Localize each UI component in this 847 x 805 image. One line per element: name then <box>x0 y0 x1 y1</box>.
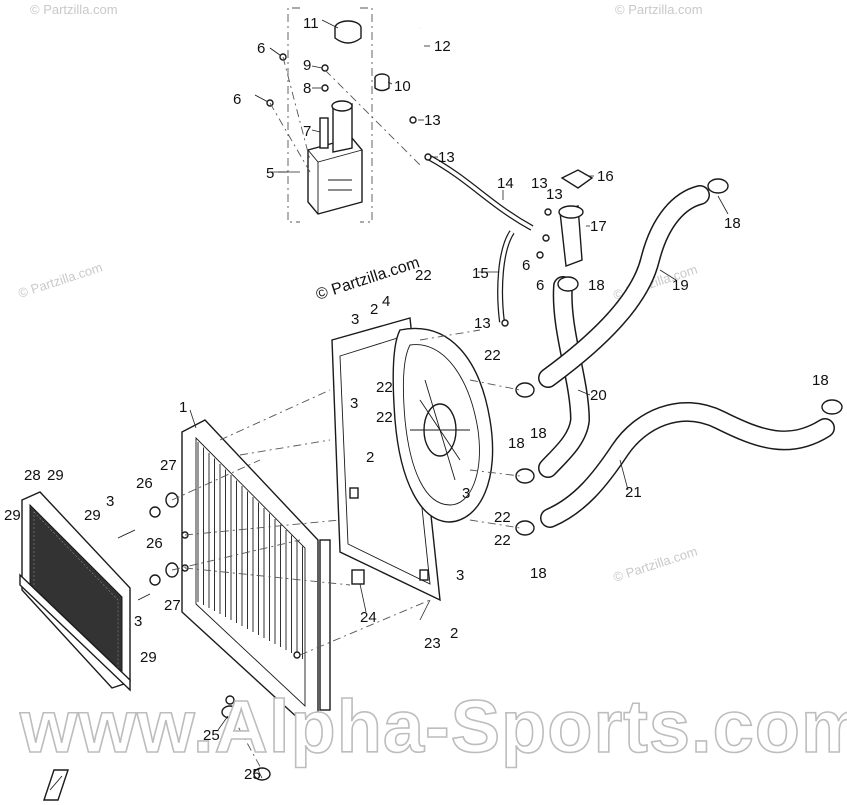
callout-17: 17 <box>590 218 607 235</box>
callout-28: 28 <box>24 467 41 484</box>
callout-labels: 11 12 6 9 10 8 6 13 7 13 5 14 13 13 16 1… <box>4 15 829 783</box>
callout-23: 23 <box>424 635 441 652</box>
callout-29-c: 29 <box>4 507 21 524</box>
leader-lines <box>189 19 729 779</box>
thermostat-housing <box>536 169 594 267</box>
radiator-screen <box>19 491 131 692</box>
callout-8: 8 <box>303 80 311 97</box>
callout-3-c: 3 <box>462 485 470 502</box>
callout-13-d: 13 <box>546 186 563 203</box>
callout-22-a: 22 <box>415 267 432 284</box>
callout-21: 21 <box>625 484 642 501</box>
callout-1: 1 <box>179 399 187 416</box>
callout-2-c: 2 <box>450 625 458 642</box>
callout-15: 15 <box>472 265 489 282</box>
callout-26-a: 26 <box>136 475 153 492</box>
callout-27-a: 27 <box>160 457 177 474</box>
watermark-partzilla-topleft: © Partzilla.com <box>30 2 118 17</box>
callout-6-d: 6 <box>536 277 544 294</box>
callout-18-d: 18 <box>530 425 547 442</box>
radiator <box>181 419 331 721</box>
partzilla-copyright: © Partzilla.com <box>314 254 422 303</box>
callout-20: 20 <box>590 387 607 404</box>
callout-12: 12 <box>434 38 451 55</box>
callout-18-a: 18 <box>724 215 741 232</box>
callout-4: 4 <box>382 293 390 310</box>
assembly-guides <box>171 329 521 771</box>
callout-25-a: 25 <box>203 727 220 744</box>
watermark-partzilla-topright: © Partzilla.com <box>615 2 703 17</box>
callout-24: 24 <box>360 609 377 626</box>
callout-7: 7 <box>303 123 311 140</box>
callout-22-c: 22 <box>376 379 393 396</box>
callout-22-d: 22 <box>376 409 393 426</box>
callout-6-c: 6 <box>522 257 530 274</box>
callout-25-b: 25 <box>244 766 261 783</box>
callout-29-b: 29 <box>84 507 101 524</box>
callout-13-c: 13 <box>531 175 548 192</box>
callout-18-c: 18 <box>812 372 829 389</box>
alpha-sports-watermark: www.Alpha-Sports.com <box>19 685 847 768</box>
fan-shroud <box>331 317 494 602</box>
callout-29-a: 29 <box>47 467 64 484</box>
callout-22-e: 22 <box>494 509 511 526</box>
callout-14: 14 <box>497 175 514 192</box>
overflow-hoses <box>409 27 534 327</box>
callout-3-f: 3 <box>134 613 142 630</box>
callout-2-a: 2 <box>370 301 378 318</box>
callout-6-mid: 6 <box>233 91 241 108</box>
hose-clamps <box>515 178 843 536</box>
callout-19: 19 <box>672 277 689 294</box>
callout-3-d: 3 <box>106 493 114 510</box>
callout-16: 16 <box>597 168 614 185</box>
callout-29-d: 29 <box>140 649 157 666</box>
callout-3-e: 3 <box>456 567 464 584</box>
callout-5: 5 <box>266 165 274 182</box>
callout-11: 11 <box>303 15 319 32</box>
callout-9: 9 <box>303 57 311 74</box>
radiator-hoses <box>538 185 835 528</box>
watermark-partzilla-lowright: © Partzilla.com <box>611 544 699 585</box>
callout-26-b: 26 <box>146 535 163 552</box>
callout-22-b: 22 <box>484 347 501 364</box>
watermark-partzilla-left: © Partzilla.com <box>16 260 104 301</box>
reservoir-group <box>254 7 421 223</box>
callout-27-b: 27 <box>164 597 181 614</box>
callout-10: 10 <box>394 78 411 95</box>
callout-13-b: 13 <box>438 149 455 166</box>
callout-18-e: 18 <box>508 435 525 452</box>
callout-13-e: 13 <box>474 315 491 332</box>
callout-2-b: 2 <box>366 449 374 466</box>
callout-18-f: 18 <box>530 565 547 582</box>
callout-18-b: 18 <box>588 277 605 294</box>
callout-22-f: 22 <box>494 532 511 549</box>
callout-3-b: 3 <box>350 395 358 412</box>
callout-13-a: 13 <box>424 112 441 129</box>
front-direction-arrow-icon <box>43 769 69 801</box>
callout-6-top: 6 <box>257 40 265 57</box>
callout-3-a: 3 <box>351 311 359 328</box>
